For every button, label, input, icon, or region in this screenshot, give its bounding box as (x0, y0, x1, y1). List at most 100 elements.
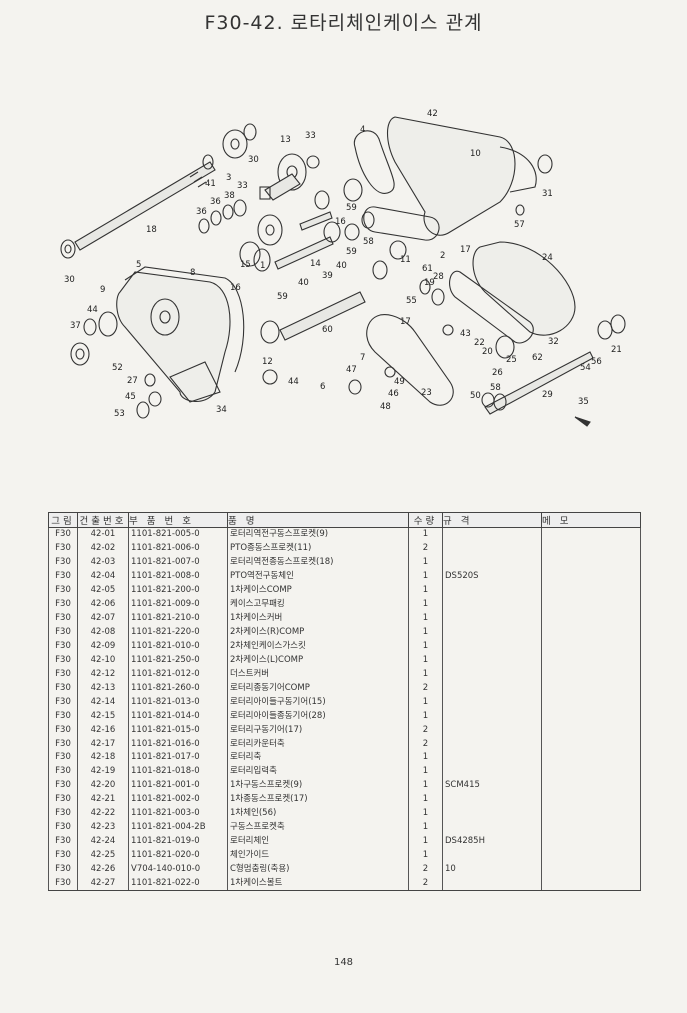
callout-label: 56 (591, 357, 602, 367)
cell-fig: F30 (48, 737, 78, 751)
callout-label: 43 (460, 329, 471, 339)
callout-label: 22 (474, 338, 485, 348)
cell-name: PTO종동스프로켓(11) (227, 541, 409, 556)
cell-spec (442, 792, 542, 807)
cell-name: 더스트커버 (227, 667, 409, 682)
cell-spec (442, 625, 542, 640)
cell-memo (541, 723, 641, 738)
cell-name: 2차체인케이스가스킷 (227, 639, 409, 654)
callout-label: 27 (127, 376, 138, 386)
cell-fig: F30 (48, 723, 78, 738)
cell-qty: 1 (408, 709, 443, 724)
cell-memo (541, 834, 641, 849)
callout-label: 35 (578, 397, 589, 407)
cell-ref: 42-03 (77, 555, 129, 570)
cell-fig: F30 (48, 751, 78, 765)
cell-part: 1101-821-017-0 (128, 751, 228, 765)
cell-memo (541, 555, 641, 570)
cell-qty: 1 (408, 583, 443, 598)
cell-fig: F30 (48, 583, 78, 598)
cell-spec (442, 583, 542, 598)
cell-spec (442, 681, 542, 696)
callout-label: 4 (360, 125, 365, 135)
cell-fig: F30 (48, 834, 78, 849)
cell-name: 구동스프로켓축 (227, 820, 409, 835)
cell-qty: 1 (408, 667, 443, 682)
cell-name: PTO역전구동체인 (227, 569, 409, 584)
cell-fig: F30 (48, 653, 78, 668)
callout-label: 10 (470, 149, 481, 159)
callout-label: 30 (248, 155, 259, 165)
cell-ref: 42-16 (77, 723, 129, 738)
cell-name: 1차종동스프로켓(17) (227, 792, 409, 807)
callout-label: 54 (580, 363, 591, 373)
cell-memo (541, 792, 641, 807)
cell-part: 1101-821-001-0 (128, 778, 228, 793)
cell-ref: 42-21 (77, 792, 129, 807)
cell-name: 로터리체인 (227, 834, 409, 849)
callout-label: 11 (400, 255, 411, 265)
cell-ref: 42-13 (77, 681, 129, 696)
cell-qty: 1 (408, 597, 443, 612)
cell-name: 로터리축 (227, 751, 409, 765)
cell-part: 1101-821-210-0 (128, 611, 228, 626)
header-memo: 메 모 (541, 512, 641, 528)
cell-qty: 1 (408, 569, 443, 584)
cell-part: 1101-821-002-0 (128, 792, 228, 807)
callout-label: 16 (230, 283, 241, 293)
cell-memo (541, 695, 641, 710)
cell-spec (442, 737, 542, 751)
callout-label: 58 (490, 383, 501, 393)
cell-ref: 42-14 (77, 695, 129, 710)
cell-fig: F30 (48, 876, 78, 892)
cell-part: 1101-821-200-0 (128, 583, 228, 598)
callout-label: 13 (280, 135, 291, 145)
callout-label: 62 (532, 353, 543, 363)
callout-label: 59 (346, 247, 357, 257)
page-title: F30-42. 로타리체인케이스 관계 (204, 12, 483, 34)
cell-ref: 42-26 (77, 862, 129, 877)
cell-spec (442, 639, 542, 654)
cell-name: 로터리카운터축 (227, 737, 409, 751)
cell-spec (442, 820, 542, 835)
cell-part: 1101-821-260-0 (128, 681, 228, 696)
cell-qty: 2 (408, 737, 443, 751)
callout-label: 52 (112, 363, 123, 373)
callout-label: 57 (514, 220, 525, 230)
cell-spec: DS520S (442, 569, 542, 584)
callout-label: 34 (216, 405, 227, 415)
cell-qty: 1 (408, 806, 443, 821)
cell-ref: 42-24 (77, 834, 129, 849)
cell-name: 로터리아이들종동기어(28) (227, 709, 409, 724)
cell-part: 1101-821-022-0 (128, 876, 228, 892)
callout-label: 46 (388, 389, 399, 399)
cell-name: 체인가이드 (227, 848, 409, 863)
callout-label: 14 (310, 259, 321, 269)
callout-label: 9 (100, 285, 105, 295)
cell-ref: 42-22 (77, 806, 129, 821)
callout-label: 45 (125, 392, 136, 402)
callout-label: 6 (320, 382, 325, 392)
cell-fig: F30 (48, 597, 78, 612)
cell-part: 1101-821-004-2B (128, 820, 228, 835)
callout-label: 44 (87, 305, 98, 315)
cell-part: 1101-821-250-0 (128, 653, 228, 668)
cell-spec (442, 764, 542, 779)
cell-fig: F30 (48, 778, 78, 793)
cell-part: 1101-821-013-0 (128, 695, 228, 710)
page-number: 148 (333, 957, 354, 968)
cell-memo (541, 597, 641, 612)
cell-qty: 1 (408, 778, 443, 793)
cell-name: 1차케이스볼트 (227, 876, 409, 892)
callout-label: 40 (298, 278, 309, 288)
